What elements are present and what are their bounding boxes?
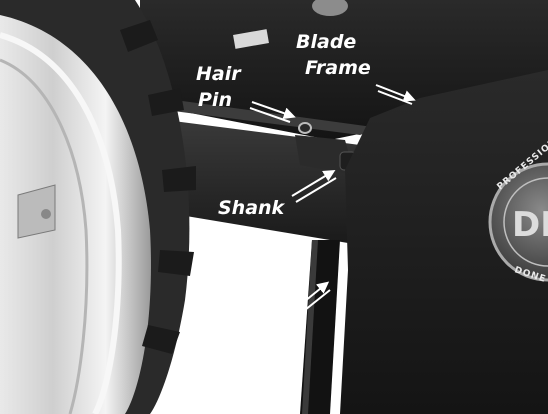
- gauge-wheel: [0, 0, 196, 414]
- shank-pin-label-line1: Shank: [218, 197, 286, 219]
- shank-label: Shank: [230, 317, 298, 339]
- crossbeam-top-face: [150, 100, 380, 135]
- shank-pin-label-line2: Pin: [220, 225, 254, 247]
- double-line-arrow-icon: [291, 169, 337, 203]
- double-line-arrow-icon: [249, 101, 296, 123]
- double-line-arrow-icon: [283, 281, 331, 323]
- shank-highlight: [302, 240, 318, 414]
- double-line-arrow-icon: [375, 84, 416, 105]
- blade-frame-label-line1: Blade: [296, 31, 356, 53]
- blade-frame-plate: [340, 70, 548, 414]
- top-bolt: [312, 0, 348, 16]
- logo-letters: DF: [512, 205, 548, 245]
- hair-pin-hole: [298, 122, 312, 134]
- serial-plate: [233, 29, 269, 49]
- hair-pin-label-line2: Pin: [198, 89, 232, 111]
- blade-frame-label-line2: Frame: [305, 57, 371, 79]
- hair-pin-label-line1: Hair: [196, 63, 242, 85]
